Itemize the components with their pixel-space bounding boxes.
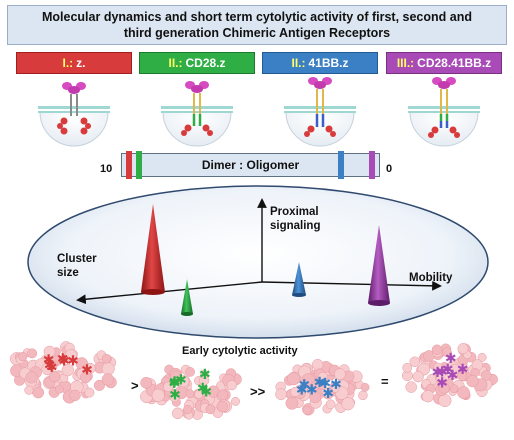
- dimer-oligomer-scale: Dimer : Oligomer: [121, 153, 380, 177]
- cd3z-domain-icon: [428, 126, 460, 138]
- cytolytic-marker-icon: ✱: [436, 376, 448, 392]
- proximal-label-line-1: Proximal: [270, 206, 319, 218]
- car-label-z: I.: z.: [16, 52, 132, 74]
- cytolytic-marker-icon: ✱: [200, 384, 212, 400]
- car-label-cd28-41bbz: III.: CD28.41BB.z: [386, 52, 502, 74]
- cytolytic-marker-icon: ✱: [432, 365, 444, 381]
- cytolytic-marker-icon: ✱: [44, 358, 56, 374]
- cytolytic-marker-icon: ✱: [436, 365, 448, 381]
- car-label-cd28z: II.: CD28.z: [139, 52, 255, 74]
- cd3z-domain-icon: [304, 125, 336, 137]
- cytolytic-marker-icon: ✱: [322, 386, 334, 402]
- cd3z-domain-icon: [57, 117, 91, 135]
- cone-z: [141, 204, 165, 295]
- mobility-axis: [261, 280, 442, 291]
- car-label-41bbz: II.: 41BB.z: [262, 52, 378, 74]
- cell-cluster: ✱✱✱✱✱✱✱: [9, 341, 117, 404]
- scale-marker: [125, 151, 132, 179]
- receptor-41bbz: [284, 77, 356, 147]
- cone-cd28-41bbz: [368, 225, 390, 306]
- membrane-line: [408, 106, 480, 109]
- cell-membrane-section: [285, 111, 355, 147]
- title-line-2: third generation Chimeric Antigen Recept…: [123, 26, 391, 40]
- generation-label: II.:: [168, 56, 183, 70]
- cell-cluster: ✱✱✱✱✱✱✱: [275, 358, 370, 416]
- membrane-line: [284, 106, 356, 109]
- scale-marker: [369, 151, 376, 179]
- construct-label: 41BB.z: [308, 56, 349, 70]
- cytolytic-marker-icon: ✱: [197, 381, 209, 397]
- receptor-z: [38, 82, 110, 147]
- cytolytic-marker-icon: ✱: [168, 376, 180, 392]
- proximal-label-line-2: signaling: [270, 220, 321, 232]
- cell-membrane-section: [162, 111, 232, 147]
- receptor-cd28-41bbz: [408, 77, 480, 147]
- cytolytic-marker-icon: ✱: [57, 352, 69, 368]
- membrane-line: [38, 106, 110, 109]
- cytolytic-marker-icon: ✱: [81, 362, 93, 378]
- construct-label: CD28.41BB.z: [417, 56, 492, 70]
- cytolytic-marker-icon: ✱: [457, 362, 469, 378]
- cytolytic-marker-icon: ✱: [298, 378, 310, 394]
- scale-marker: [136, 151, 143, 179]
- membrane-line: [161, 111, 233, 113]
- cytolytic-marker-icon: ✱: [67, 354, 79, 370]
- relation-much-greater: >>: [250, 384, 266, 399]
- cone-cd28z: [181, 279, 193, 316]
- mobility-label: Mobility: [409, 272, 453, 284]
- relation-greater: >: [131, 378, 139, 393]
- cell-cluster: ✱✱✱✱✱✱✱: [140, 364, 242, 420]
- scfv-head-icon: [62, 82, 86, 94]
- cytolytic-marker-icon: ✱: [442, 362, 454, 378]
- title-line-1: Molecular dynamics and short term cytoly…: [42, 10, 472, 24]
- cytolytic-marker-icon: ✱: [296, 382, 308, 398]
- proximal-signaling-label: Proximal signaling: [270, 205, 320, 233]
- title-box: Molecular dynamics and short term cytoly…: [7, 5, 507, 45]
- generation-label: I.:: [62, 56, 74, 70]
- scale-left-value: 10: [100, 163, 113, 175]
- scfv-head-icon: [185, 81, 209, 93]
- cell-membrane-section: [39, 111, 109, 147]
- membrane-line: [284, 111, 356, 113]
- cytolytic-marker-icon: ✱: [445, 351, 457, 367]
- cytolytic-marker-icon: ✱: [46, 360, 58, 376]
- cytolytic-marker-icon: ✱: [330, 377, 342, 393]
- cytolytic-marker-icon: ✱: [319, 376, 331, 392]
- receptor-cd28z: [161, 81, 233, 147]
- scale-right-value: 0: [386, 163, 393, 175]
- cluster-size-label: Cluster size: [57, 253, 97, 279]
- early-cytolytic-activity-label: Early cytolytic activity: [182, 345, 298, 357]
- scfv-head-icon: [432, 77, 456, 89]
- cd3z-domain-icon: [181, 124, 213, 136]
- cluster-axis: [76, 281, 263, 305]
- membrane-line: [38, 111, 110, 113]
- cytolytic-marker-icon: ✱: [58, 353, 70, 369]
- cytolytic-marker-icon: ✱: [306, 383, 318, 399]
- cytolytic-marker-icon: ✱: [175, 372, 187, 388]
- construct-label: z.: [76, 56, 86, 70]
- scale-label: Dimer : Oligomer: [201, 158, 300, 172]
- cytolytic-marker-icon: ✱: [314, 375, 326, 391]
- cytolytic-marker-icon: ✱: [169, 374, 181, 390]
- relation-equal: =: [381, 374, 389, 389]
- scale-marker: [338, 151, 345, 179]
- generation-label: III.:: [396, 56, 415, 70]
- membrane-line: [408, 111, 480, 113]
- cell-cluster: ✱✱✱✱✱✱✱: [401, 343, 498, 408]
- scfv-head-icon: [308, 77, 332, 89]
- construct-label: CD28.z: [185, 56, 226, 70]
- cytolytic-marker-icon: ✱: [199, 367, 211, 383]
- cytolytic-marker-icon: ✱: [447, 368, 459, 384]
- generation-label: II.:: [291, 56, 306, 70]
- membrane-line: [161, 106, 233, 109]
- cell-membrane-section: [409, 111, 479, 147]
- cytolytic-marker-icon: ✱: [169, 388, 181, 404]
- cytolytic-marker-icon: ✱: [43, 353, 55, 369]
- cone-41bbz: [292, 262, 306, 297]
